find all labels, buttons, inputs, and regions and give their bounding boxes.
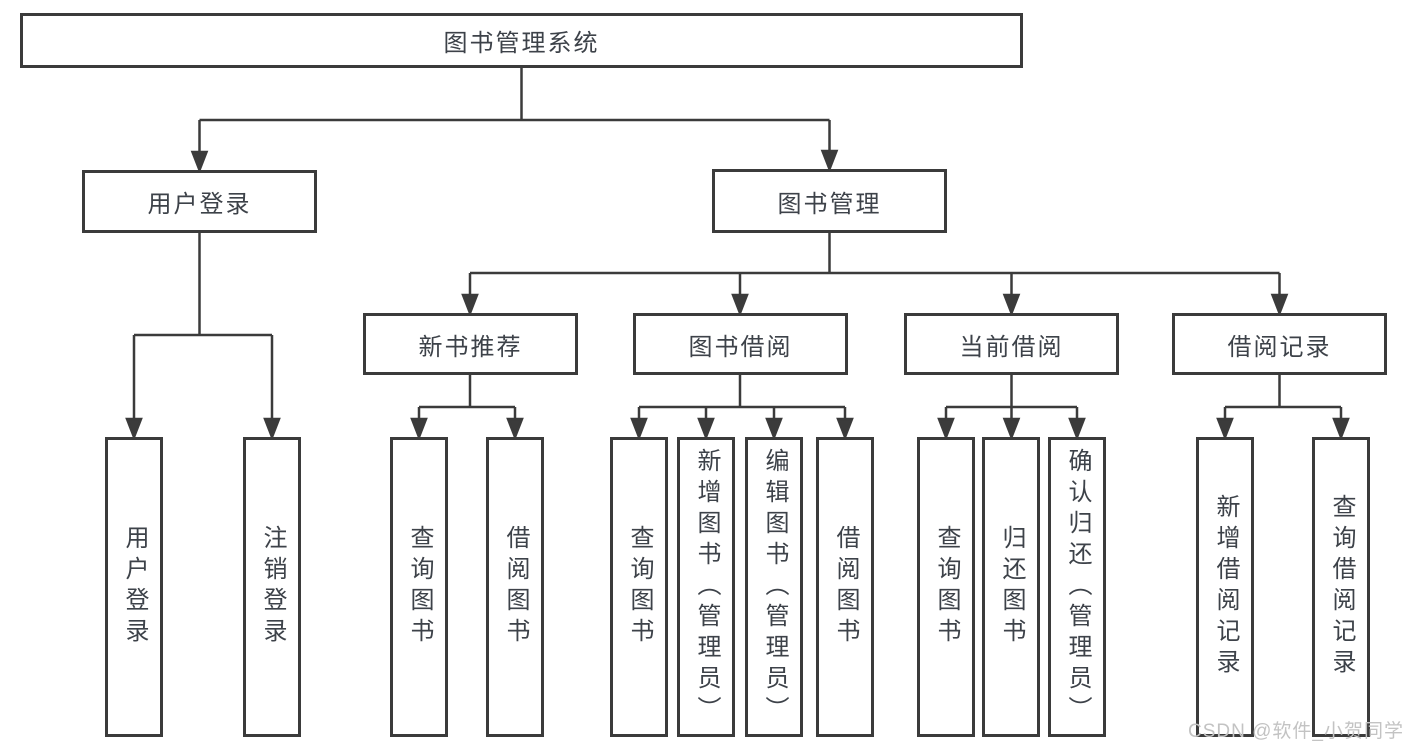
node-book-management: 图书管理 <box>712 169 947 233</box>
leaf-add-borrow-record-label: 新增借阅记录 <box>1212 494 1239 680</box>
leaf-logout: 注销登录 <box>243 437 301 737</box>
leaf-query-borrow-record-label: 查询借阅记录 <box>1328 494 1355 680</box>
leaf-query-borrow-record: 查询借阅记录 <box>1312 437 1370 737</box>
leaf-query-books-2-label: 查询图书 <box>626 525 653 649</box>
node-root-system: 图书管理系统 <box>20 13 1023 68</box>
leaf-query-books-1: 查询图书 <box>390 437 448 737</box>
leaf-borrow-books-1-label: 借阅图书 <box>502 525 529 649</box>
leaf-edit-books-admin-label: 编辑图书（管理员） <box>761 447 788 727</box>
leaf-confirm-return-admin: 确认归还（管理员） <box>1048 437 1106 737</box>
leaf-user-login-label: 用户登录 <box>121 525 148 649</box>
leaf-confirm-return-admin-label: 确认归还（管理员） <box>1064 447 1091 727</box>
node-new-book-recommend: 新书推荐 <box>363 313 578 375</box>
node-borrow-records-label: 借阅记录 <box>1227 333 1332 361</box>
leaf-borrow-books-2-label: 借阅图书 <box>832 525 859 649</box>
node-current-borrow: 当前借阅 <box>904 313 1119 375</box>
leaf-return-books-label: 归还图书 <box>998 525 1025 649</box>
node-book-borrow: 图书借阅 <box>633 313 848 375</box>
leaf-return-books: 归还图书 <box>982 437 1040 737</box>
leaf-add-books-admin: 新增图书（管理员） <box>677 437 735 737</box>
leaf-query-books-3-label: 查询图书 <box>933 525 960 649</box>
leaf-logout-label: 注销登录 <box>259 525 286 649</box>
leaf-query-books-2: 查询图书 <box>610 437 668 737</box>
node-user-login-label: 用户登录 <box>147 191 252 218</box>
leaf-borrow-books-1: 借阅图书 <box>486 437 544 737</box>
leaf-user-login: 用户登录 <box>105 437 163 737</box>
leaf-query-books-3: 查询图书 <box>917 437 975 737</box>
leaf-add-books-admin-label: 新增图书（管理员） <box>693 447 720 727</box>
node-current-borrow-label: 当前借阅 <box>959 333 1064 361</box>
leaf-add-borrow-record: 新增借阅记录 <box>1196 437 1254 737</box>
leaf-edit-books-admin: 编辑图书（管理员） <box>745 437 803 737</box>
node-book-management-label: 图书管理 <box>777 190 882 218</box>
leaf-borrow-books-2: 借阅图书 <box>816 437 874 737</box>
node-user-login: 用户登录 <box>82 170 317 233</box>
node-book-borrow-label: 图书借阅 <box>688 333 793 361</box>
leaf-query-books-1-label: 查询图书 <box>406 525 433 649</box>
node-borrow-records: 借阅记录 <box>1172 313 1387 375</box>
node-new-book-recommend-label: 新书推荐 <box>418 333 523 361</box>
csdn-watermark: CSDN @软件_小贺同学 <box>1188 721 1404 742</box>
node-root-label: 图书管理系统 <box>443 30 600 57</box>
